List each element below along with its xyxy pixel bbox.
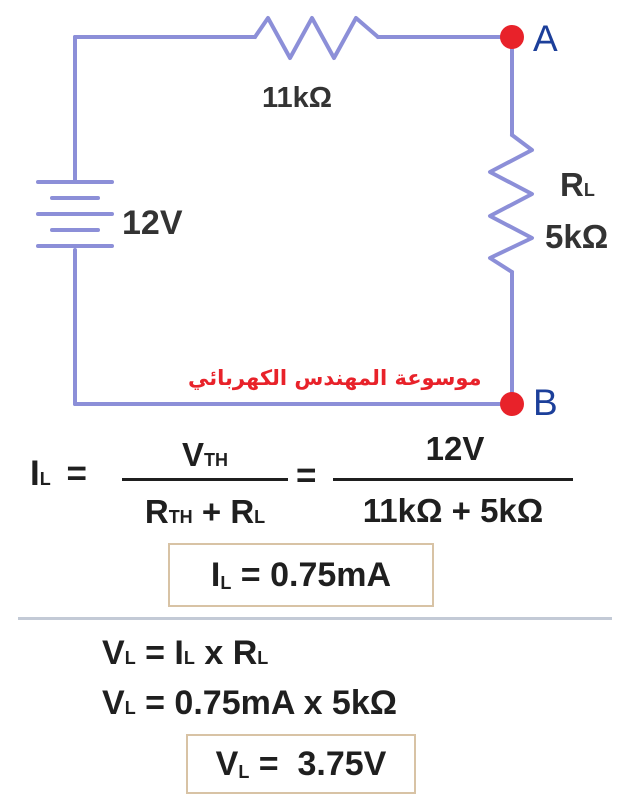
result2-sub: L (238, 761, 250, 782)
resistor-top-label: 11kΩ (262, 82, 333, 114)
section-divider (18, 617, 612, 620)
frac1-num-sub: TH (204, 450, 228, 470)
result1-main: I (210, 555, 221, 594)
step1-mid-sub: L (183, 648, 195, 668)
node-a-label: A (533, 18, 558, 59)
voltage-formula-line: VL = IL x RL (102, 636, 268, 670)
frac1-denominator: RTH + RL (110, 495, 300, 528)
battery-label: 12V (122, 204, 183, 242)
formula-lhs-sub: L (39, 469, 51, 489)
load-resistor-name: RL (560, 168, 595, 201)
frac2-numerator: 12V (425, 430, 485, 467)
step2-main: V (102, 684, 125, 722)
result1-sub: L (220, 572, 232, 593)
node-a-dot (500, 25, 524, 49)
formula-lhs: IL = (30, 456, 87, 491)
frac1-den-b-main: R (230, 493, 255, 530)
step1-b-sub: L (257, 648, 269, 668)
step2-sub: L (124, 698, 136, 718)
step2-rest: = 0.75mA x 5kΩ (135, 684, 398, 722)
frac1-den-a-main: R (144, 493, 169, 530)
formula-equals-2: = (296, 456, 317, 495)
step1-x: x R (194, 634, 258, 672)
load-name-sub: L (583, 180, 595, 200)
circuit-diagram (36, 16, 534, 416)
load-name-main: R (560, 166, 584, 203)
frac1-den-plus: + (201, 493, 222, 530)
result1-rest: = 0.75mA (231, 555, 392, 594)
frac1-den-b-sub: L (254, 507, 266, 527)
frac2-denominator: 11kΩ + 5kΩ (362, 492, 544, 529)
resistor-top-zigzag (253, 16, 380, 60)
formula-lhs-main: I (30, 454, 40, 493)
frac2-bar (333, 478, 573, 481)
frac1-num-main: V (181, 436, 204, 473)
step1-mid: = I (135, 634, 184, 672)
formula-lhs-equals: = (66, 454, 87, 493)
voltage-substitution-line: VL = 0.75mA x 5kΩ (102, 686, 397, 720)
node-b-dot (500, 392, 524, 416)
node-b-label: B (533, 382, 558, 423)
watermark-text: موسوعة المهندس الكهربائي (188, 366, 482, 390)
frac1-numerator: VTH (150, 438, 260, 471)
load-resistor-value: 5kΩ (545, 218, 609, 255)
frac1-den-a-sub: TH (168, 507, 193, 527)
step1-a-main: V (102, 634, 125, 672)
frac1-bar (122, 478, 288, 481)
battery-symbol (36, 180, 114, 248)
result2-main: V (215, 744, 239, 783)
result2-rest: = 3.75V (249, 744, 387, 783)
load-resistor-zigzag (488, 133, 534, 274)
step1-a-sub: L (124, 648, 136, 668)
